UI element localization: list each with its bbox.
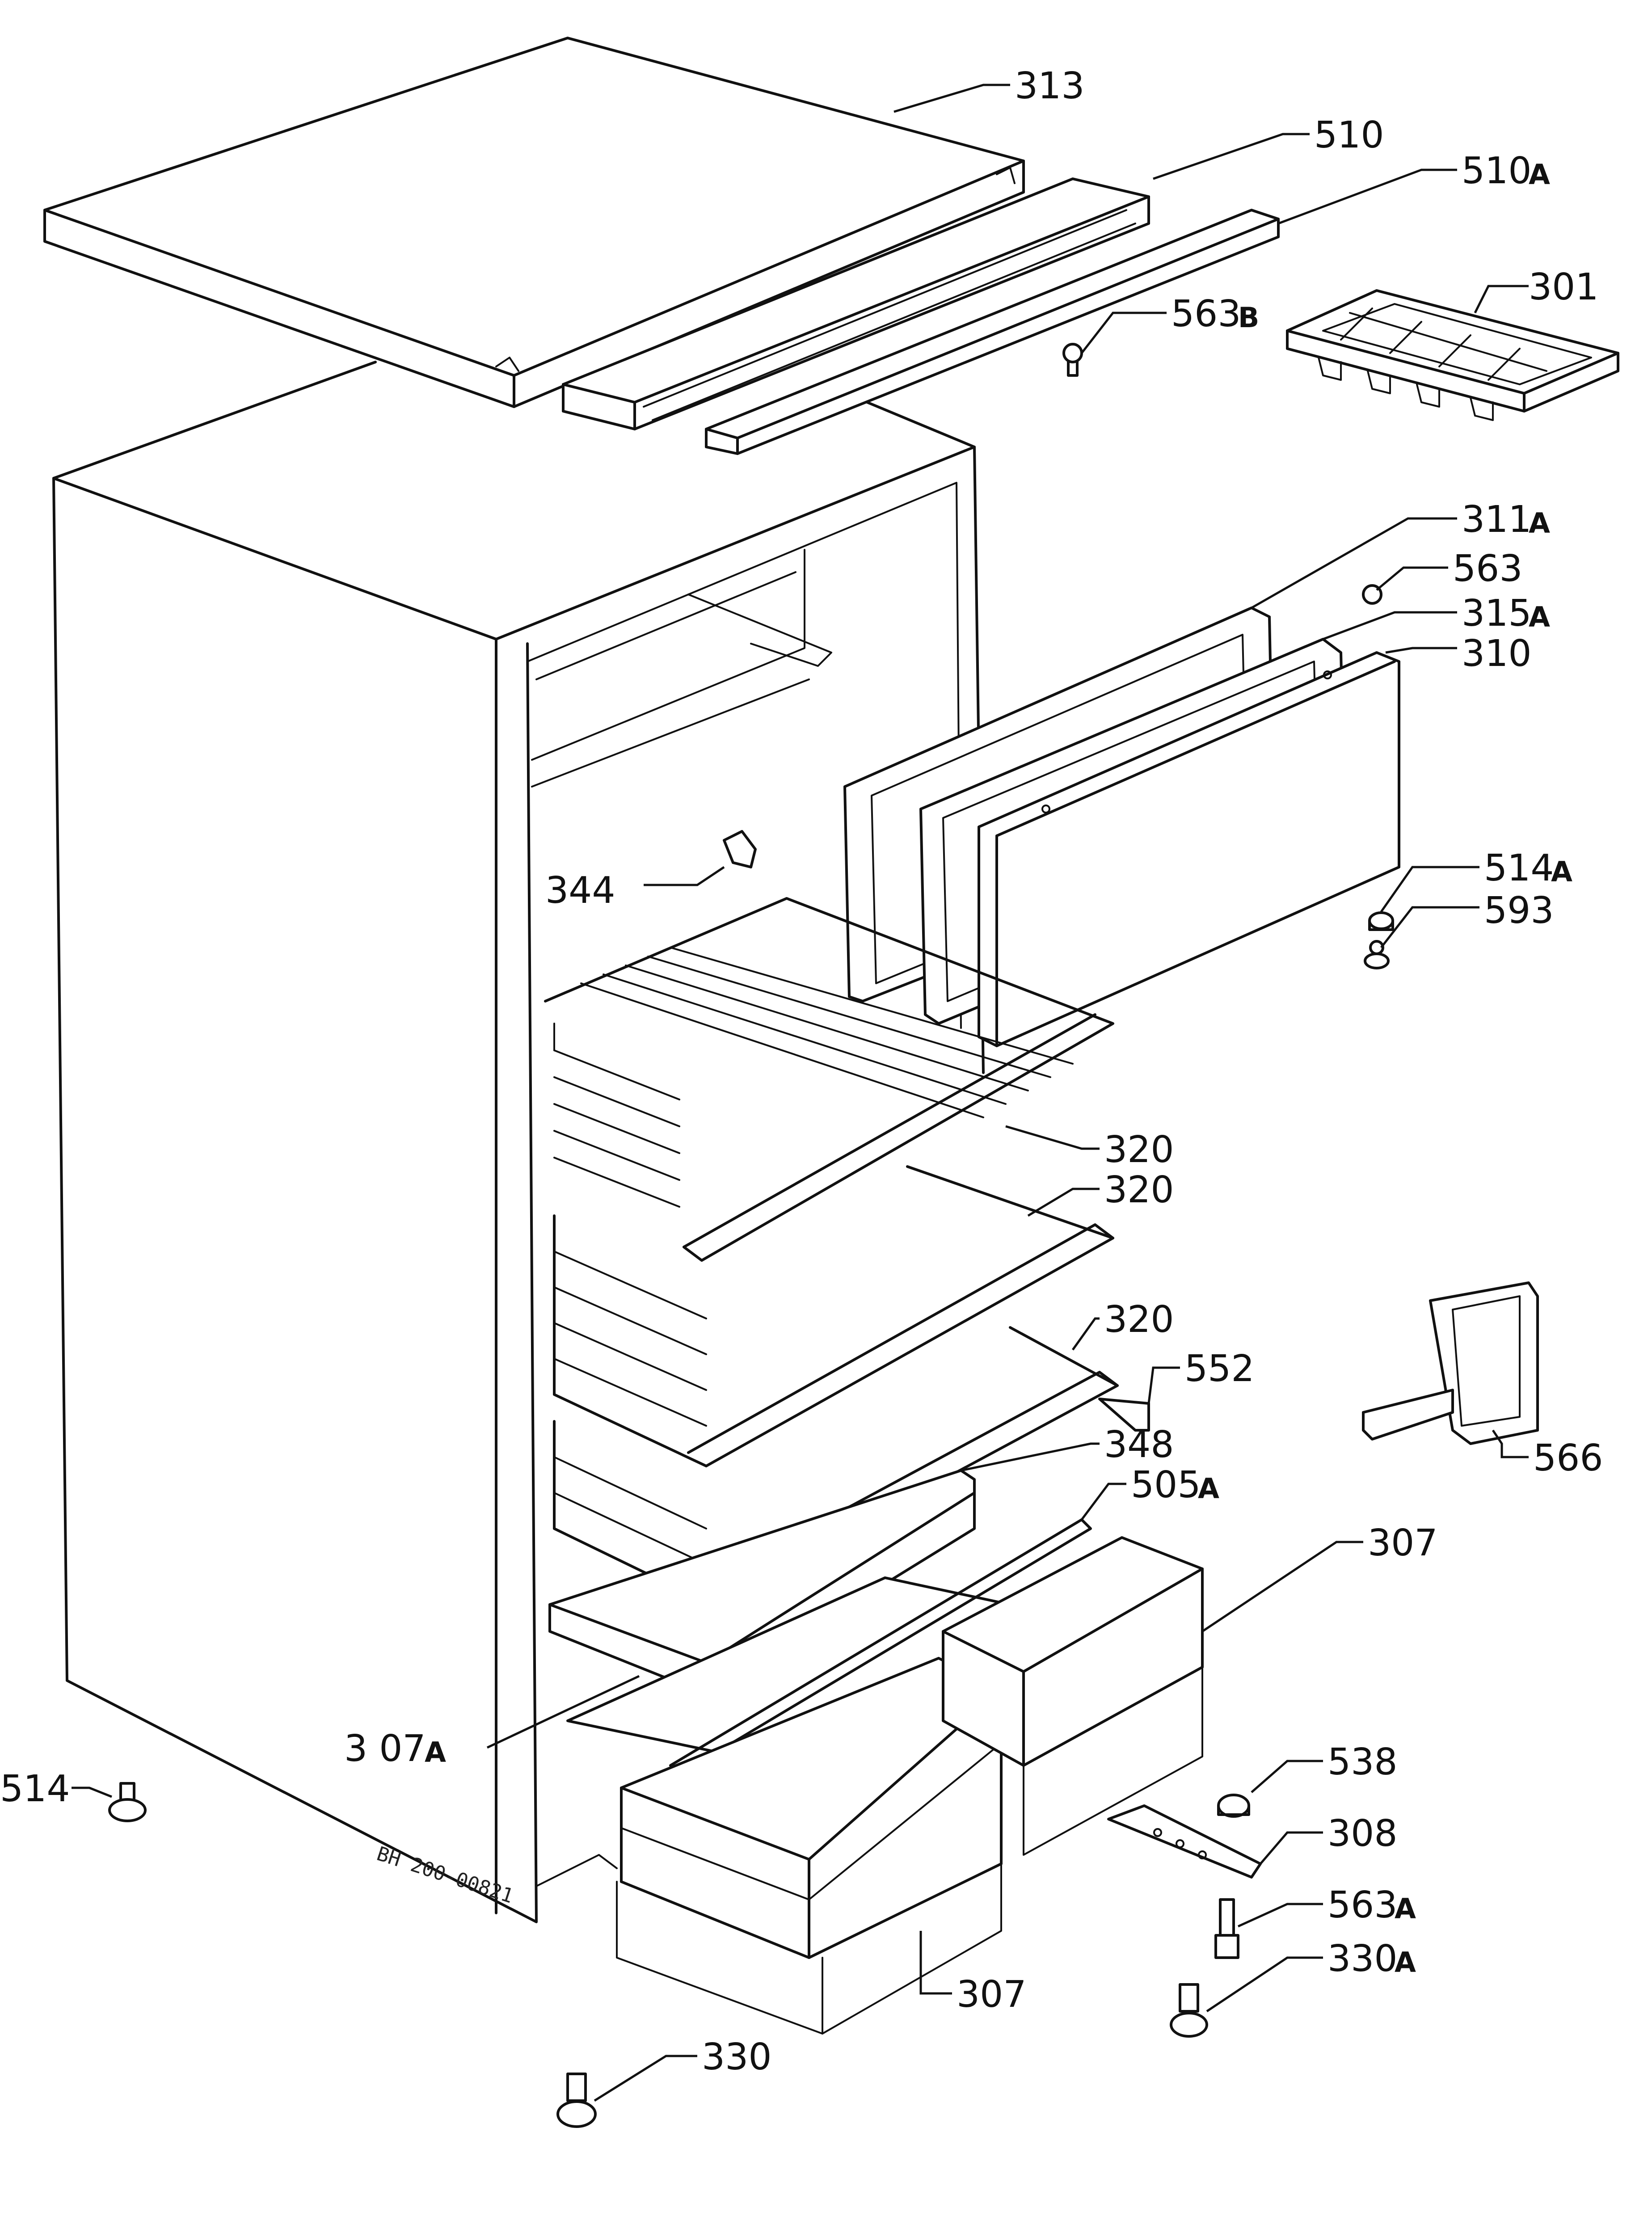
bar-552-part <box>1098 1398 1150 1432</box>
label-308: 308 <box>1328 1812 1398 1855</box>
label-510a: 510 <box>1462 150 1532 192</box>
foot-330-icon <box>556 2073 597 2128</box>
washer-593-icon <box>1364 940 1390 969</box>
drawing-code: BH 200-00821 <box>374 1842 516 1908</box>
label-563a: 563 <box>1328 1884 1398 1926</box>
trim-strip-part <box>705 209 1280 455</box>
crisper-drawer-left <box>616 1657 1003 2035</box>
label-330a-suffix: A <box>1395 1946 1416 1979</box>
label-311a-suffix: A <box>1529 507 1550 539</box>
nut-514a-icon <box>1368 911 1394 931</box>
label-310: 310 <box>1462 632 1532 675</box>
label-510: 510 <box>1314 114 1384 156</box>
label-307a: 3 07 <box>344 1727 426 1770</box>
label-566: 566 <box>1533 1437 1603 1479</box>
clip-538-icon <box>1217 1794 1250 1818</box>
label-307a-suffix: A <box>425 1736 446 1769</box>
ice-tray-part <box>1286 289 1619 421</box>
leader-lines <box>72 84 1529 2102</box>
label-505a: 505 <box>1131 1464 1201 1506</box>
label-315a-suffix: A <box>1529 601 1550 633</box>
label-301: 301 <box>1529 266 1599 308</box>
label-505a-suffix: A <box>1198 1472 1219 1505</box>
label-593: 593 <box>1484 889 1554 932</box>
wire-shelf-upper <box>544 897 1114 1262</box>
label-514: 514 <box>0 1768 70 1810</box>
foot-514-icon <box>108 1782 147 1822</box>
label-563b-suffix: B <box>1238 301 1259 334</box>
pin-563a-icon <box>1214 1898 1239 1959</box>
refrigerator-cabinet <box>52 361 985 1923</box>
label-563: 563 <box>1453 548 1523 590</box>
label-320-upper: 320 <box>1104 1129 1174 1171</box>
label-344: 344 <box>545 869 615 912</box>
foot-330a-icon <box>1170 1983 1208 2038</box>
label-320-middle: 320 <box>1104 1169 1174 1211</box>
label-313: 313 <box>1015 65 1085 107</box>
screw-563b-icon <box>1062 343 1083 377</box>
label-315a: 315 <box>1462 592 1532 635</box>
label-348: 348 <box>1104 1424 1174 1466</box>
label-563b: 563 <box>1171 293 1241 335</box>
label-307-right: 307 <box>1368 1522 1438 1564</box>
top-cover-part <box>43 37 1025 408</box>
hinge-rail-part <box>562 177 1150 430</box>
door-key-part <box>1362 1281 1539 1445</box>
label-552: 552 <box>1184 1348 1255 1390</box>
label-563a-suffix: A <box>1395 1892 1416 1925</box>
label-330a: 330 <box>1328 1938 1398 1980</box>
label-307-bottom: 307 <box>957 1973 1027 2016</box>
label-514a: 514 <box>1484 847 1554 889</box>
label-510a-suffix: A <box>1529 158 1550 191</box>
crisper-drawer-right <box>942 1536 1204 1856</box>
label-330: 330 <box>702 2036 772 2078</box>
label-514a-suffix: A <box>1551 855 1572 888</box>
wire-shelf-middle <box>553 1165 1114 1467</box>
label-538: 538 <box>1328 1741 1398 1783</box>
freezer-door-assembly <box>843 607 1400 1047</box>
label-320-lower: 320 <box>1104 1298 1174 1341</box>
label-311a: 311 <box>1462 498 1532 541</box>
